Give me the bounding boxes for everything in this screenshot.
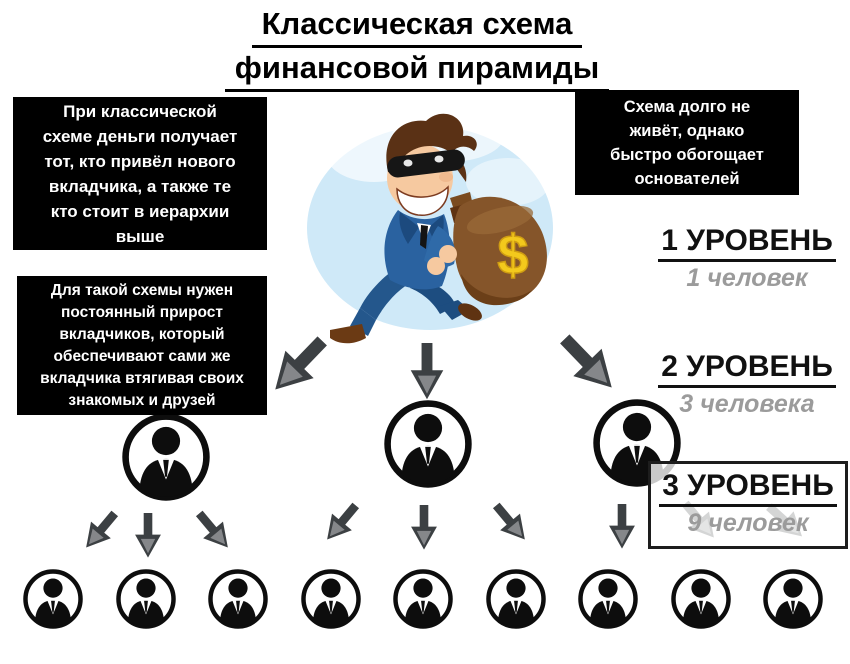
thief-with-money-bag-icon: $	[307, 110, 553, 344]
down-right-arrow-icon	[492, 502, 525, 540]
level-3-title: 3 УРОВЕНЬ	[659, 469, 837, 507]
down-arrow-icon	[609, 504, 635, 549]
level2-person-icon	[381, 397, 475, 491]
level-2-label-block: 2 УРОВЕНЬ 3 человека	[652, 350, 842, 419]
level-3-count: 9 человек	[687, 509, 809, 537]
title-line-1: Классическая схема	[251, 4, 583, 48]
down-right-arrow-icon	[560, 334, 612, 388]
person-in-circle-icon	[485, 569, 546, 629]
down-right-arrow-icon	[195, 510, 228, 548]
callout-short-life: Схема долго не живёт, однако быстро обог…	[575, 90, 799, 195]
hair	[386, 113, 477, 174]
person-in-circle-icon	[578, 569, 638, 629]
level-3-label-box: 3 УРОВЕНЬ 9 человек	[648, 461, 848, 549]
person-in-circle-icon	[122, 413, 210, 501]
level-1-count: 1 человек	[686, 264, 808, 292]
callout-classic-rule: При классической схеме деньги получает т…	[13, 97, 267, 250]
level3-person-row	[21, 567, 825, 631]
down-arrow-icon	[410, 343, 444, 400]
person-in-circle-icon	[393, 569, 453, 629]
down-arrow-icon	[135, 513, 161, 558]
level3-person-icon	[391, 567, 455, 631]
level-1-title: 1 УРОВЕНЬ	[658, 224, 836, 262]
level3-person-icon	[21, 567, 85, 631]
level3-person-icon	[206, 567, 270, 631]
level3-person-icon	[484, 567, 548, 631]
level3-person-icon	[576, 567, 640, 631]
tie-icon	[420, 225, 428, 249]
level3-person-icon	[669, 567, 733, 631]
down-left-arrow-icon	[327, 502, 360, 540]
level3-person-icon	[299, 567, 363, 631]
person-in-circle-icon	[23, 569, 83, 629]
dollar-sign: $	[497, 223, 528, 286]
level-2-count: 3 человека	[679, 390, 815, 418]
callout-growth-need: Для такой схемы нужен постоянный прирост…	[17, 276, 267, 415]
person-in-circle-icon	[115, 569, 176, 629]
thief-illustration: $	[300, 96, 560, 348]
person-in-circle-icon	[300, 569, 361, 629]
level-2-title: 2 УРОВЕНЬ	[658, 350, 836, 388]
person-in-circle-icon	[384, 400, 472, 488]
level2-person-icon	[119, 410, 213, 504]
person-in-circle-icon	[763, 569, 823, 629]
title-line-2: финансовой пирамиды	[224, 48, 610, 92]
level-1-label-block: 1 УРОВЕНЬ 1 человек	[652, 224, 842, 293]
level3-person-icon	[761, 567, 825, 631]
down-left-arrow-icon	[86, 510, 119, 548]
person-in-circle-icon	[670, 569, 731, 629]
down-left-arrow-icon	[275, 336, 327, 390]
page-title: Классическая схема финансовой пирамиды	[0, 4, 842, 92]
shoe-icon	[330, 324, 366, 344]
level3-person-icon	[114, 567, 178, 631]
down-arrow-icon	[411, 505, 437, 550]
thief-mask-icon	[387, 149, 465, 178]
grin	[396, 185, 449, 216]
person-in-circle-icon	[208, 569, 268, 629]
